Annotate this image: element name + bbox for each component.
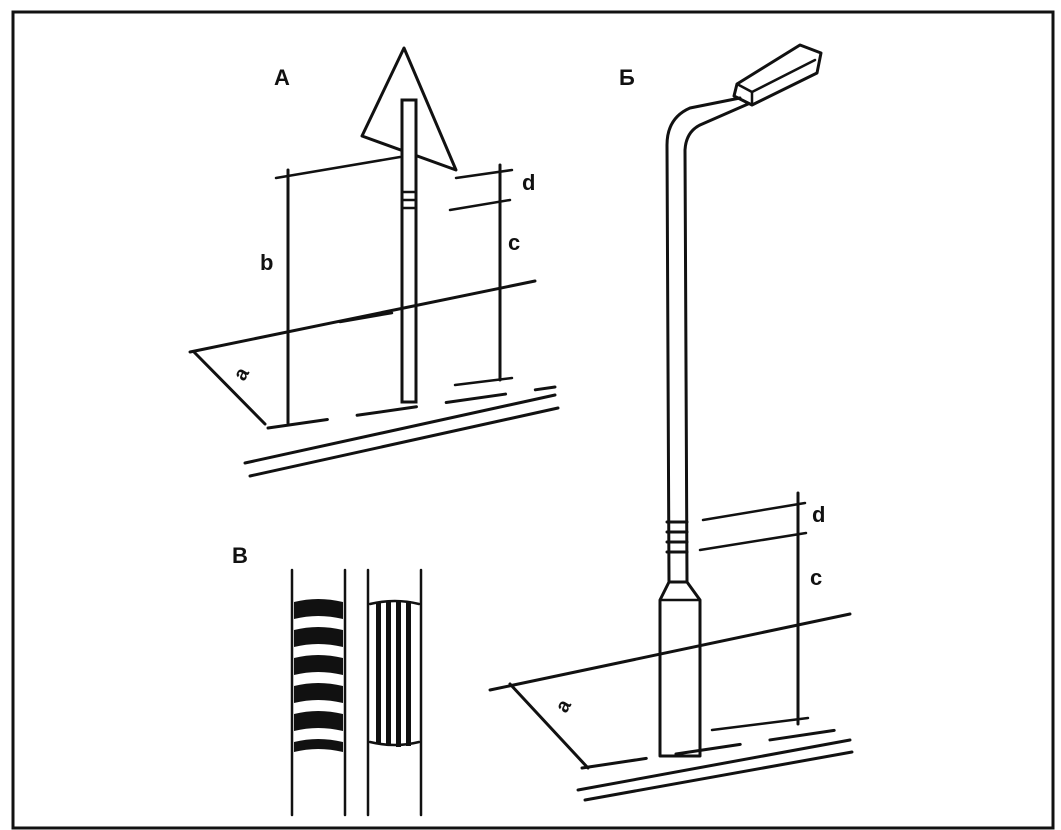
dimension-line-a [508,682,590,770]
lamp-base [658,580,702,758]
band-marking [294,739,343,752]
dim-label-a: a [551,695,576,716]
road-curb [248,406,560,478]
band-marking [294,711,343,731]
dim-label-d: d [812,502,825,527]
extension-line [338,311,394,324]
panel-c-label: В [232,543,248,568]
dim-label-d: d [522,170,535,195]
stripe-marking [406,601,411,746]
dim-label-c: c [508,230,520,255]
dimension-line-a [192,350,267,426]
dim-label-b: b [260,250,273,275]
band-marking [294,627,343,647]
stripe-marking [376,603,381,744]
band-marking [294,683,343,703]
extension-line [448,198,512,212]
dim-label-a: a [229,363,254,384]
extension-line [698,531,808,552]
extension-line [453,376,514,387]
lamp-head [732,43,823,107]
extension-line [701,501,807,522]
stripe-marking [396,600,401,747]
road-curb [576,738,852,792]
band-marking [294,599,343,619]
panel-c: В [232,543,423,817]
panel-b: Б d c a [488,43,854,802]
stripe-area-top [368,599,421,606]
road-curb [243,393,557,465]
stripe-marking [386,601,391,746]
road-curb [266,385,557,430]
stripe-area-bottom [368,740,421,747]
lamp-head-edge [750,58,817,94]
dim-label-c: c [810,565,822,590]
extension-line [454,168,514,180]
road-line [188,279,537,354]
sign-pole [400,98,418,404]
figure-border [11,10,1055,830]
road-curb [583,750,854,802]
panel-a: А b d c a [188,46,560,478]
lamp-arm [683,102,750,584]
extension-line [274,155,402,180]
panel-a-label: А [274,65,290,90]
road-curb [580,726,852,770]
band-marking [294,655,343,675]
lamp-head-edge [735,82,754,94]
extension-line [710,716,810,732]
lamp-arm [665,96,742,584]
panel-b-label: Б [619,65,635,90]
road-line [488,612,852,692]
